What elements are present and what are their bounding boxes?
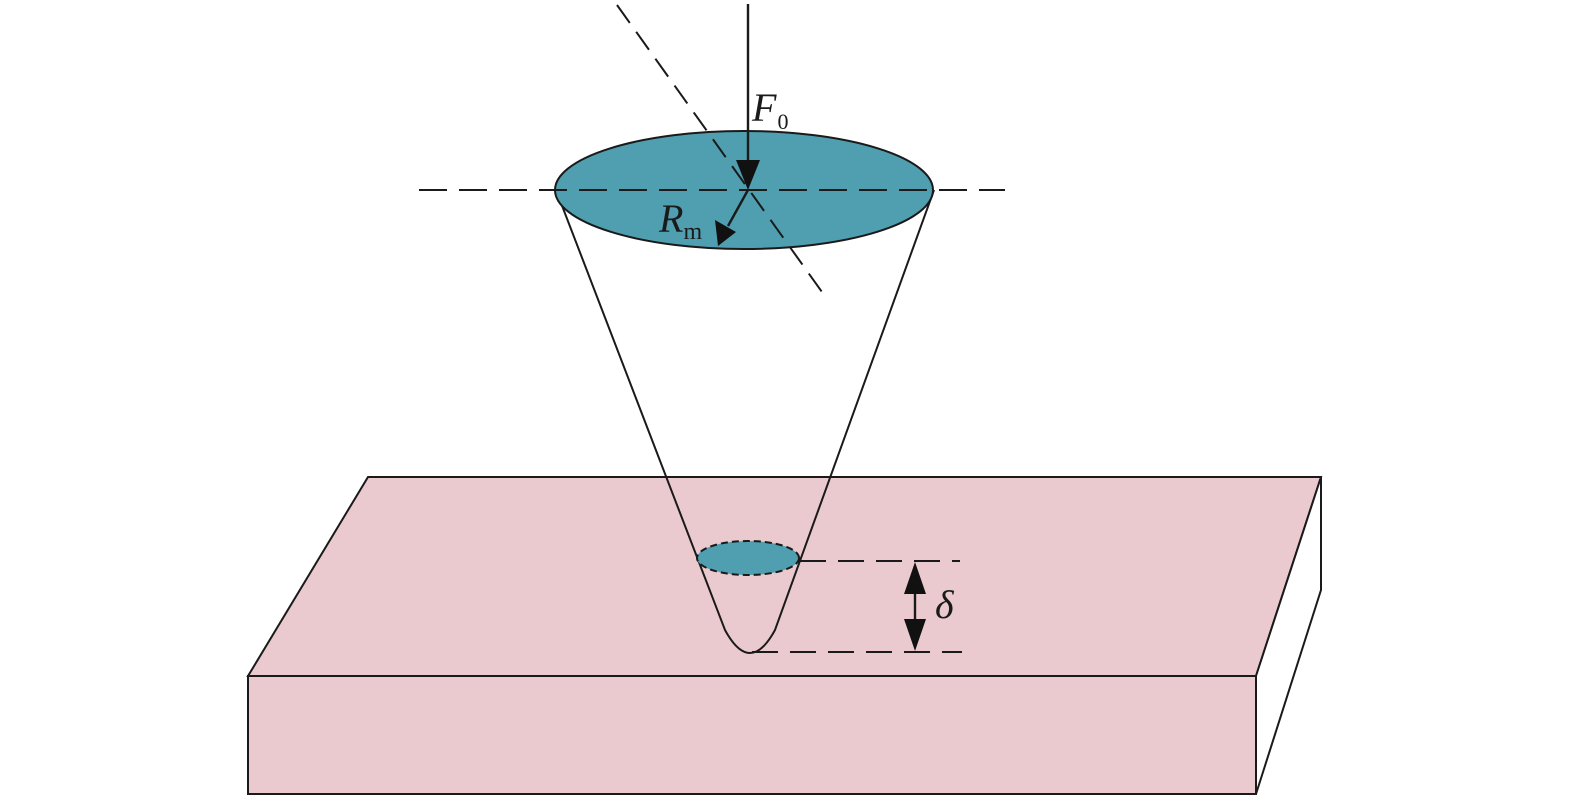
plate-side-face — [1255, 476, 1322, 795]
radius-arrow-head — [715, 220, 736, 246]
force-arrow — [736, 4, 760, 190]
cone-body — [555, 189, 935, 654]
plate-front-face — [247, 675, 1257, 795]
depth-arrow-head-up — [904, 562, 926, 594]
diagonal-axis-line — [616, 4, 823, 293]
force-arrow-head — [736, 160, 760, 190]
construction-lines — [419, 4, 1005, 653]
indent-ellipse — [696, 540, 800, 576]
depth-dimension-arrow — [904, 562, 926, 651]
radius-label: Rm — [658, 196, 702, 245]
depth-arrow-head-down — [904, 619, 926, 651]
radius-arrow — [715, 189, 750, 246]
force-label: F0 — [751, 85, 788, 134]
depth-label: δ — [935, 582, 955, 627]
workpiece-plate — [246, 476, 1323, 795]
plate-top-face — [246, 476, 1323, 677]
radius-arrow-shaft — [726, 189, 750, 227]
